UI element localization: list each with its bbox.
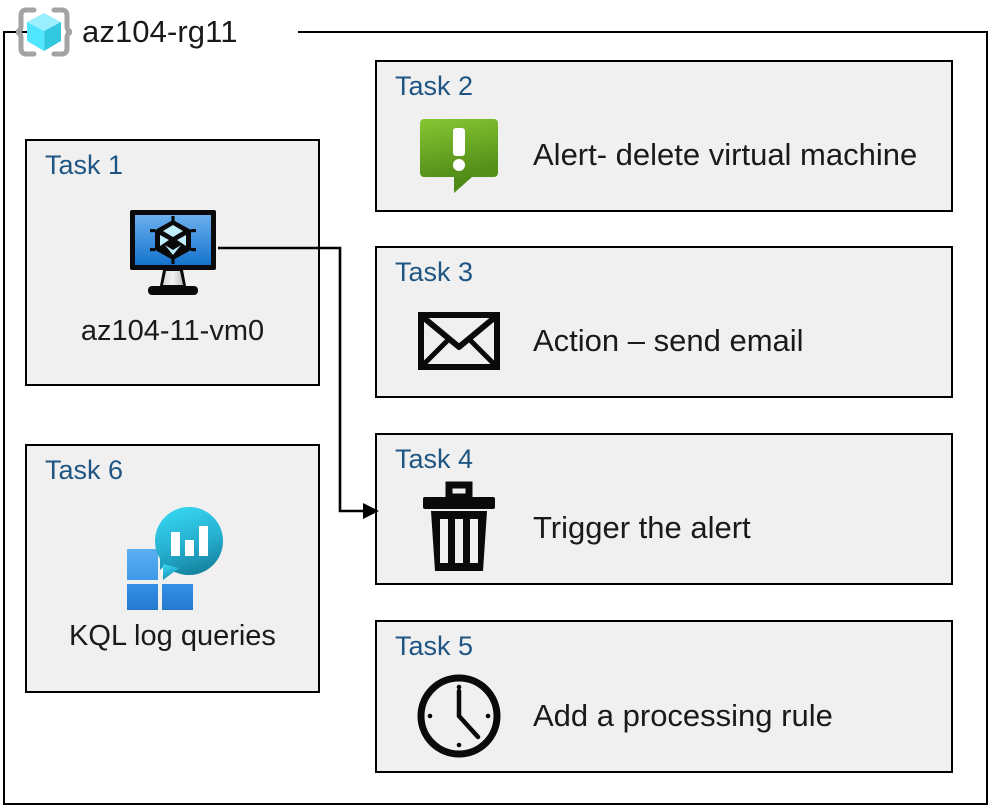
log-analytics-icon: [119, 504, 227, 612]
task-card-task-2[interactable]: Task 2 Alert- delete vir: [375, 60, 953, 212]
resource-group-header: az104-rg11: [16, 3, 238, 61]
task-text-task-6: KQL log queries: [69, 620, 276, 652]
clock-icon: [407, 674, 511, 758]
task-text-task-4: Trigger the alert: [533, 510, 751, 545]
alert-exclamation-icon: [407, 113, 511, 197]
task-card-task-1[interactable]: Task 1: [25, 139, 320, 386]
resource-group-container: [3, 31, 988, 805]
task-label-task-6: Task 6: [45, 455, 124, 485]
virtual-machine-icon: [123, 199, 223, 307]
envelope-icon: [407, 299, 511, 383]
task-body-task-2: Alert- delete virtual machine: [407, 106, 941, 204]
task-body-task-3: Action – send email: [407, 292, 941, 390]
trash-delete-icon: [407, 481, 511, 571]
task-text-task-1: az104-11-vm0: [80, 315, 265, 347]
task-body-task-5: Add a processing rule: [407, 666, 941, 765]
task-card-task-3[interactable]: Task 3 Action – send email: [375, 246, 953, 398]
task-label-task-3: Task 3: [395, 257, 474, 287]
task-card-task-4[interactable]: Task 4 Trigger the alert: [375, 433, 953, 585]
task-card-task-6[interactable]: Task 6: [25, 444, 320, 693]
task-body-task-1: az104-11-vm0: [27, 189, 318, 384]
resource-group-name: az104-rg11: [82, 14, 238, 49]
task-label-task-1: Task 1: [45, 150, 124, 180]
resource-group-label-mask: [28, 22, 298, 42]
task-text-task-5: Add a processing rule: [533, 697, 833, 733]
task-label-task-2: Task 2: [395, 71, 474, 101]
task-text-task-3: Action – send email: [533, 323, 804, 358]
task-card-task-5[interactable]: Task 5 Add a processing rule: [375, 620, 953, 773]
task-label-task-4: Task 4: [395, 444, 474, 474]
task-body-task-6: KQL log queries: [27, 494, 318, 691]
resource-group-cube-icon: [16, 6, 72, 58]
task-label-task-5: Task 5: [395, 631, 474, 661]
task-text-task-2: Alert- delete virtual machine: [533, 137, 918, 172]
task-body-task-4: Trigger the alert: [407, 479, 941, 577]
